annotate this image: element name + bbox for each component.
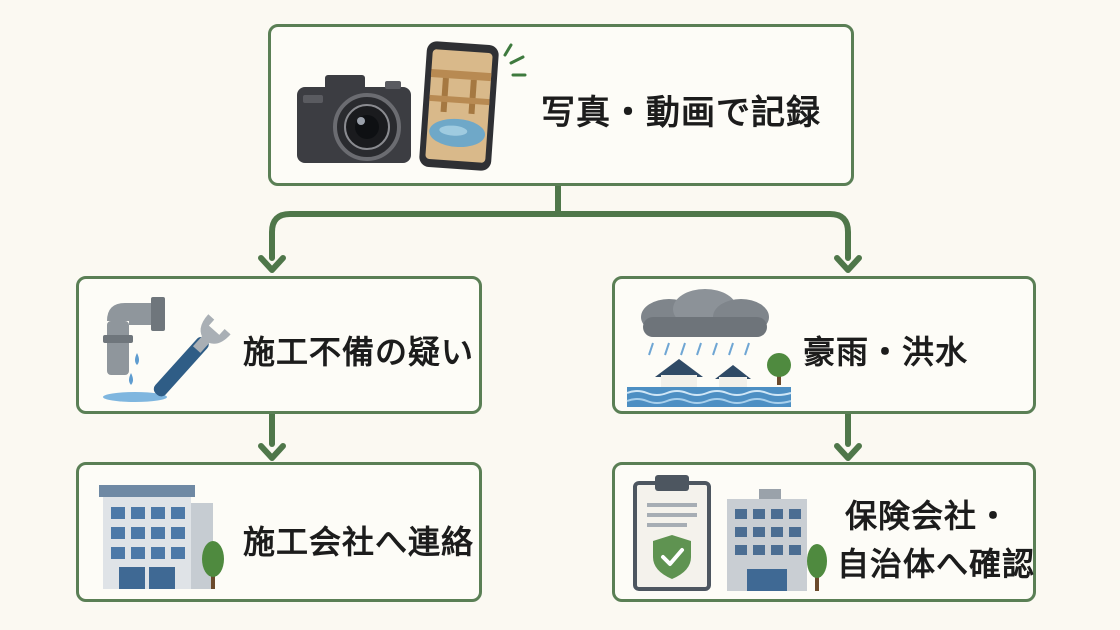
arrowhead-right (834, 255, 862, 273)
smartphone-icon (419, 41, 527, 171)
arrowhead-right-down (834, 443, 862, 461)
node-defect: 施工不備の疑い (76, 276, 482, 414)
node-disaster-label: 豪雨・洪水 (803, 333, 969, 371)
wrench-icon (153, 314, 231, 397)
camera-icon (297, 75, 411, 163)
clipboard-shield-icon (633, 475, 711, 591)
arrowhead-left (258, 255, 286, 273)
node-record: 写真・動画で記録 (268, 24, 854, 186)
node-insurance: 保険会社・ 自治体へ確認 (612, 462, 1036, 602)
node-insurance-label-line1: 保険会社・ (845, 497, 1011, 535)
node-disaster: 豪雨・洪水 (612, 276, 1036, 414)
connector-branch-left (269, 211, 561, 261)
office-building-icon (727, 489, 827, 591)
node-record-label: 写真・動画で記録 (541, 93, 821, 133)
pipe-leak-icon (103, 297, 167, 402)
node-contractor: 施工会社へ連絡 (76, 462, 482, 602)
connector-branch-right (555, 211, 851, 261)
storm-cloud-icon (641, 289, 769, 356)
arrowhead-left-down (258, 443, 286, 461)
node-insurance-label-line2: 自治体へ確認 (837, 545, 1036, 583)
flooded-houses-icon (626, 353, 792, 407)
node-contractor-label: 施工会社へ連絡 (243, 523, 475, 561)
office-building-icon (99, 485, 224, 589)
node-defect-label: 施工不備の疑い (243, 333, 475, 371)
